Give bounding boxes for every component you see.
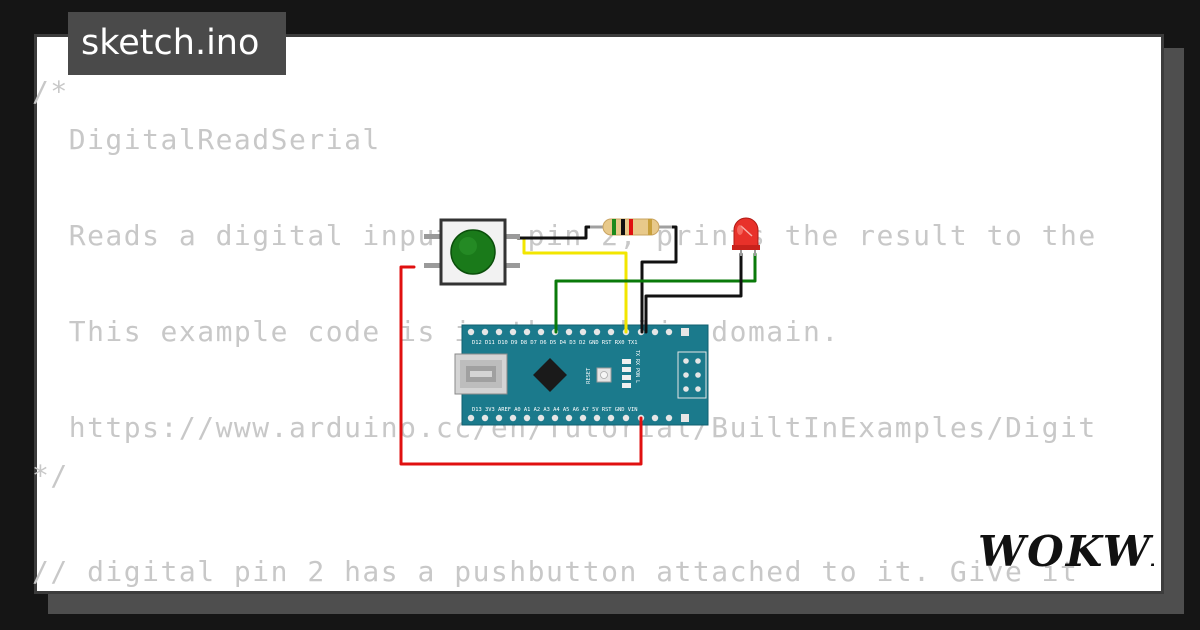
reset-label: RESET: [586, 367, 592, 384]
bottom-pin-header: [467, 414, 689, 422]
arduino-nano-board: D12 D11 D10 D9 D8 D7 D6 D5 D4 D3 D2 GND …: [454, 324, 709, 426]
code-line: DigitalReadSerial: [32, 123, 381, 156]
wire-black-led-gnd: [644, 252, 743, 334]
led: [732, 217, 760, 256]
microcontroller-chip: [533, 358, 567, 392]
wokwi-logo: WOKWI: [978, 527, 1154, 576]
top-pin-labels: D12 D11 D10 D9 D8 D7 D6 D5 D4 D3 D2 GND …: [472, 340, 638, 346]
code-line: */: [32, 459, 69, 492]
resistor: [590, 218, 672, 236]
code-line: // digital pin 2 has a pushbutton attach…: [32, 555, 1079, 588]
bottom-pin-labels: D13 3V3 AREF A0 A1 A2 A3 A4 A5 A6 A7 5V …: [472, 407, 638, 413]
reset-button: RESET: [586, 367, 612, 384]
wire-red-5v: [399, 265, 643, 466]
code-preview: /* DigitalReadSerial Reads a digital inp…: [32, 68, 1096, 628]
pushbutton: [424, 218, 520, 286]
wires: [399, 225, 757, 466]
status-led-labels: TX RX PON L: [634, 350, 640, 383]
icsp-header: [677, 351, 707, 399]
wire-black-gnd: [640, 225, 678, 334]
code-line: This example code is in the public domai…: [32, 315, 840, 348]
filename-tab: sketch.ino: [68, 12, 286, 75]
usb-connector: [454, 353, 508, 395]
status-leds: TX RX PON L: [622, 350, 640, 388]
wire-black-resistor: [516, 225, 602, 240]
wire-yellow-d2: [516, 236, 628, 334]
project-preview-card: [34, 34, 1164, 594]
wire-green-d7: [554, 252, 757, 334]
code-line: /*: [32, 75, 69, 108]
wokwi-logo-text: WOKWI: [978, 527, 1154, 576]
